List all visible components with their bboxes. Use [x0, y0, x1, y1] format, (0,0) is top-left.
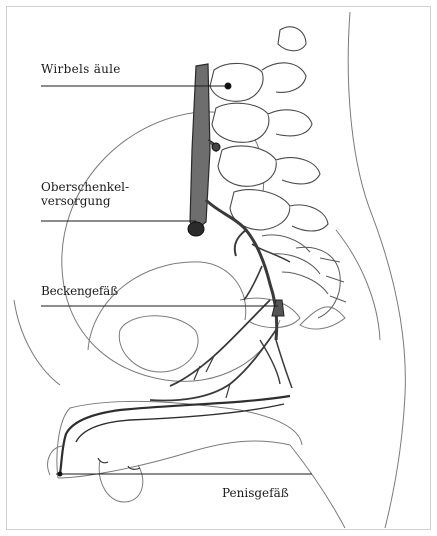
- penis-upper: [57, 401, 302, 478]
- lumbar-branch-end: [212, 143, 220, 151]
- artery-cut-end: [188, 222, 204, 236]
- sacrum-edge: [296, 247, 340, 318]
- label-thigh-line1: Oberschenkel-: [41, 180, 129, 194]
- sacral-line-3: [282, 272, 328, 294]
- label-thigh-line2: versorgung: [41, 194, 129, 208]
- vertebra-3: [218, 146, 276, 186]
- aorta: [190, 64, 210, 230]
- bladder-outline: [119, 316, 198, 372]
- body-outline: [14, 12, 405, 528]
- spinous-process-1: [262, 63, 306, 92]
- vertebra-1: [210, 63, 263, 101]
- sacral-line-1: [262, 235, 310, 252]
- branch-a: [235, 230, 246, 256]
- coccyx-ticks: [320, 258, 346, 302]
- small-branches: [194, 356, 230, 398]
- label-penile-vessel: Penisgefäß: [222, 486, 289, 500]
- perineal-branch: [276, 340, 292, 388]
- abdomen-contour: [14, 300, 60, 385]
- vertebra-2: [212, 103, 269, 142]
- spinous-process-3: [276, 158, 320, 184]
- branch-c: [244, 266, 262, 300]
- penis-lower: [58, 441, 290, 478]
- pudendal-branch: [150, 330, 276, 400]
- leader-spine-dot: [225, 83, 231, 89]
- vesical-branch: [170, 300, 270, 386]
- perineum-contour: [290, 445, 345, 528]
- rectum-outline: [300, 307, 345, 329]
- prostate-outline: [240, 298, 300, 327]
- back-contour: [348, 12, 405, 528]
- branch-d: [260, 340, 280, 384]
- spinous-process-4: [290, 205, 328, 231]
- sacrum-contour: [336, 230, 380, 340]
- label-thigh-supply: Oberschenkel- versorgung: [41, 180, 129, 208]
- upper-process: [278, 27, 306, 51]
- label-spine: Wirbels äule: [41, 62, 121, 76]
- branch-b: [252, 244, 290, 262]
- vertebral-column: [210, 27, 328, 231]
- label-pelvic-vessel: Beckengefäß: [41, 284, 118, 298]
- penile-artery: [60, 396, 290, 474]
- penile-artery-2: [76, 404, 284, 442]
- leader-lines: [41, 83, 312, 474]
- spinous-process-2: [268, 110, 312, 136]
